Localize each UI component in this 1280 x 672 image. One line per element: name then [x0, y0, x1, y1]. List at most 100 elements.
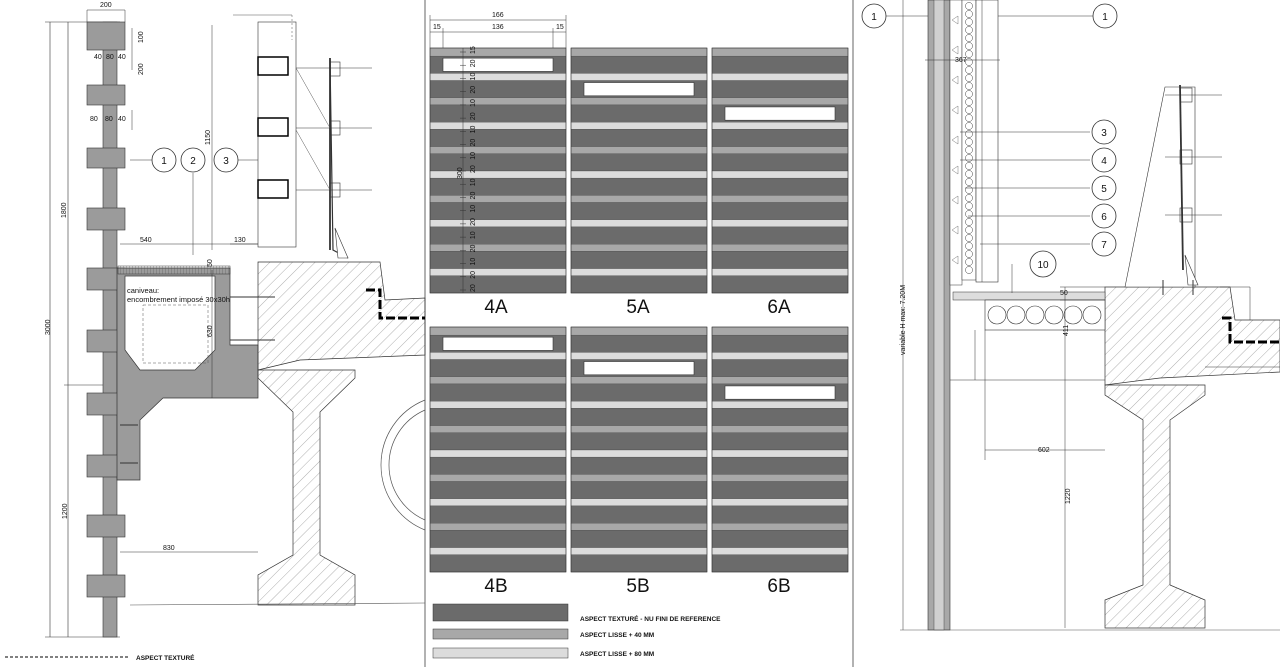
- panel-stripe: [711, 401, 849, 409]
- dim-50: 50: [207, 259, 214, 267]
- side-dim-label: 20: [470, 192, 477, 200]
- panel-stripe: [711, 55, 849, 74]
- panel-frame: [711, 47, 849, 294]
- panel-stripe: [429, 202, 567, 220]
- right-i-beam: [1104, 384, 1206, 629]
- panel-stripe: [429, 401, 567, 409]
- panel-stripe: [429, 170, 567, 179]
- panel-label-4a: 4A: [484, 297, 508, 318]
- callout-r10: 10: [1029, 250, 1057, 278]
- panel-recess: [442, 336, 554, 351]
- panel-stripe: [711, 202, 849, 220]
- panel-stripe: [711, 219, 849, 228]
- panel-stripe: [429, 73, 567, 81]
- panel-grid: [429, 47, 849, 573]
- insulation-circle: [965, 210, 973, 218]
- wall-block: [86, 207, 126, 231]
- insulation-circle: [965, 122, 973, 130]
- panel-stripe: [570, 401, 708, 409]
- panel-stripe: [429, 326, 567, 336]
- callout-r6: 6: [1091, 203, 1117, 229]
- dim-80a: 80: [106, 54, 114, 61]
- panel-stripe: [429, 80, 567, 98]
- callout-1-label: 1: [161, 156, 167, 167]
- panel-stripe: [570, 226, 708, 245]
- panel-stripe: [570, 129, 708, 147]
- insulation-circle: [965, 154, 973, 162]
- panel-stripe: [429, 251, 567, 269]
- drain-label-1: caniveau:: [127, 286, 159, 295]
- panel-stripe: [570, 251, 708, 269]
- dim-3000: 3000: [45, 319, 52, 335]
- middle-section: 166 15 136 15 15201020102010201020102010…: [429, 12, 849, 659]
- panel-stripe: [429, 474, 567, 482]
- insulation-circle: [965, 234, 973, 242]
- panel-stripe: [570, 530, 708, 548]
- pipe: [1006, 305, 1026, 325]
- pipe-row: [987, 305, 1102, 325]
- wall-anchor: [951, 135, 959, 145]
- dim-top-width: 200: [100, 2, 112, 9]
- panel-stripe: [429, 219, 567, 228]
- wall-anchor: [951, 15, 959, 25]
- panel-stripe: [429, 456, 567, 475]
- insulation-circle: [965, 258, 973, 266]
- panel-stripe: [429, 226, 567, 245]
- panel-stripe: [429, 498, 567, 507]
- panel-recess: [583, 361, 695, 376]
- right-deck: [1104, 286, 1280, 386]
- insulation-circle: [965, 162, 973, 170]
- insulation-circle: [965, 2, 973, 10]
- insulation-circle: [965, 194, 973, 202]
- panel-stripe: [711, 177, 849, 196]
- insulation-circle: [965, 42, 973, 50]
- insulation-layer: [961, 0, 977, 281]
- dim-40b: 40: [118, 54, 126, 61]
- dim-left: 15: [433, 24, 441, 31]
- dim-830: 830: [163, 545, 175, 552]
- panel-stripe: [570, 55, 708, 74]
- panel-stripe: [711, 449, 849, 458]
- panel-stripe: [570, 275, 708, 294]
- panel-stripe: [570, 146, 708, 154]
- left-legend-text: ASPECT TEXTURÉ: [136, 653, 195, 662]
- panel-stripe: [570, 408, 708, 426]
- panel-stripe: [570, 47, 708, 57]
- panel-stripe: [570, 104, 708, 123]
- side-dim-label: 10: [470, 258, 477, 266]
- insulation-circle: [965, 34, 973, 42]
- panel-label-6a: 6A: [767, 297, 791, 318]
- panel-stripe: [570, 481, 708, 499]
- pipe: [1063, 305, 1083, 325]
- panel-stripe: [711, 359, 849, 377]
- wall-blocks: [86, 21, 126, 598]
- wall-anchor: [951, 255, 959, 265]
- panel-stripe: [429, 146, 567, 154]
- dim-200: 200: [138, 63, 145, 75]
- insulation-circle: [965, 202, 973, 210]
- dim-367: 367: [955, 57, 967, 64]
- panel-frame: [570, 326, 708, 573]
- side-dim-label: 10: [470, 73, 477, 81]
- panel-stripe: [711, 376, 849, 385]
- panel-recess: [724, 106, 836, 121]
- pipe: [1044, 305, 1064, 325]
- panel-stripe: [570, 523, 708, 531]
- callout-r3-label: 3: [1101, 128, 1107, 139]
- panel-4b: [429, 326, 567, 573]
- insulation-circle: [965, 106, 973, 114]
- callout-r1b: 1: [1092, 3, 1118, 29]
- pipe: [1082, 305, 1102, 325]
- panel-stripe: [711, 47, 849, 57]
- side-dim-label: 20: [470, 165, 477, 173]
- panel-stripe: [711, 146, 849, 154]
- panel-stripe: [570, 456, 708, 475]
- legend-text-textured: ASPECT TEXTURÉ - NU FINI DE REFERENCE: [580, 614, 721, 623]
- dim-630: 630: [207, 325, 214, 337]
- panel-stripe: [429, 432, 567, 451]
- panel-stripe: [711, 432, 849, 451]
- side-dim-label: 20: [470, 112, 477, 120]
- dim-540: 540: [140, 237, 152, 244]
- panel-stripe: [429, 275, 567, 294]
